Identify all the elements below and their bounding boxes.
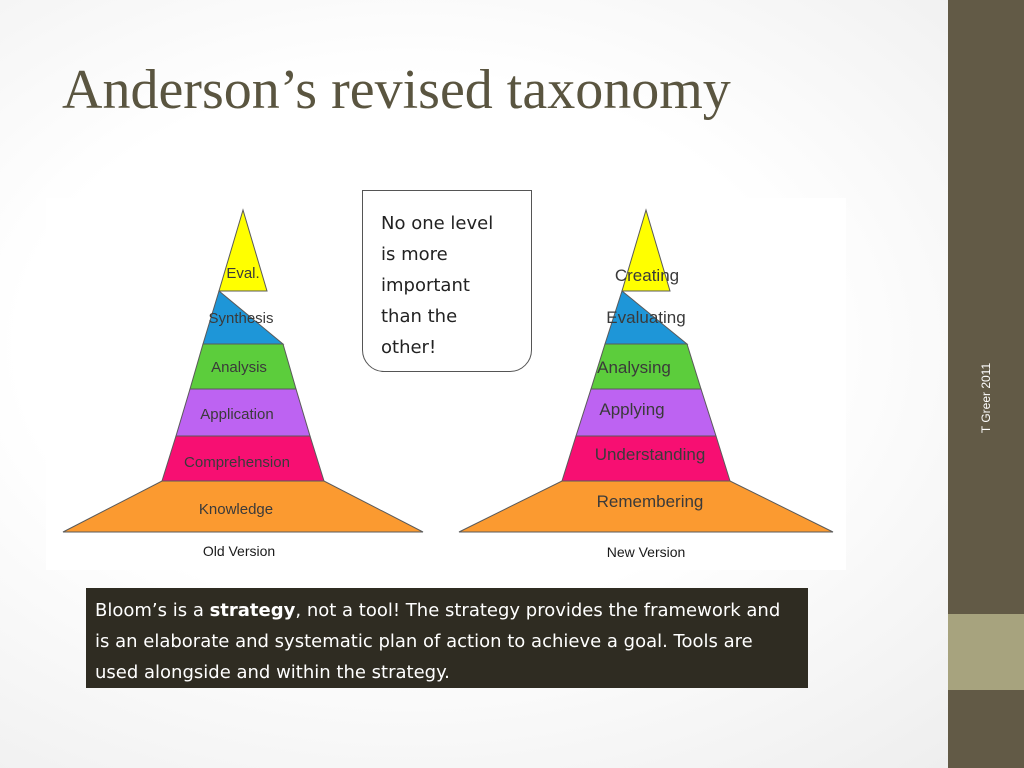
new-pyramid: Creating Evaluating Analysing Applying U… — [458, 208, 834, 560]
old-pyramid: Eval. Synthesis Analysis Application Com… — [62, 208, 424, 559]
info-text-start: Bloom’s is a — [95, 600, 210, 621]
callout-line: than the — [381, 306, 458, 327]
old-level-eval-band — [218, 208, 268, 292]
strategy-info-box: Bloom’s is a strategy, not a tool! The s… — [86, 588, 808, 688]
old-level-analysis-label: Analysis — [211, 359, 267, 376]
old-level-knowledge-label: Knowledge — [199, 501, 273, 518]
callout-note: No one level is more important than the … — [362, 190, 532, 372]
new-level-understanding-label: Understanding — [595, 445, 706, 464]
old-level-eval-label: Eval. — [226, 265, 259, 282]
callout-line: No one level — [381, 213, 494, 234]
author-credit: T Greer 2011 — [979, 362, 993, 434]
old-level-application-label: Application — [200, 406, 273, 423]
old-level-comprehension-label: Comprehension — [184, 454, 290, 471]
slide-title: Anderson’s revised taxonomy — [62, 59, 731, 121]
info-text-rest: , not a tool! The strategy provides the … — [95, 600, 781, 683]
old-level-synthesis-label: Synthesis — [208, 310, 273, 327]
new-version-caption: New Version — [607, 544, 686, 560]
callout-line: is more — [381, 244, 448, 265]
new-level-remembering-band — [458, 480, 834, 533]
new-level-evaluating-label: Evaluating — [606, 308, 685, 327]
sidebar-accent-block — [948, 614, 1024, 690]
new-level-remembering-label: Remembering — [597, 492, 704, 511]
new-level-creating-label: Creating — [615, 266, 679, 285]
old-version-caption: Old Version — [203, 543, 275, 559]
pyramids-svg: Eval. Synthesis Analysis Application Com… — [62, 208, 834, 560]
sidebar-bar — [948, 0, 1024, 768]
callout-line: other! — [381, 337, 437, 358]
info-text-bold: strategy — [209, 600, 296, 621]
new-level-creating-band — [621, 208, 671, 292]
old-level-knowledge-band — [62, 480, 424, 533]
new-level-applying-label: Applying — [599, 400, 664, 419]
new-level-analysing-label: Analysing — [597, 358, 671, 377]
callout-line: important — [381, 275, 470, 296]
